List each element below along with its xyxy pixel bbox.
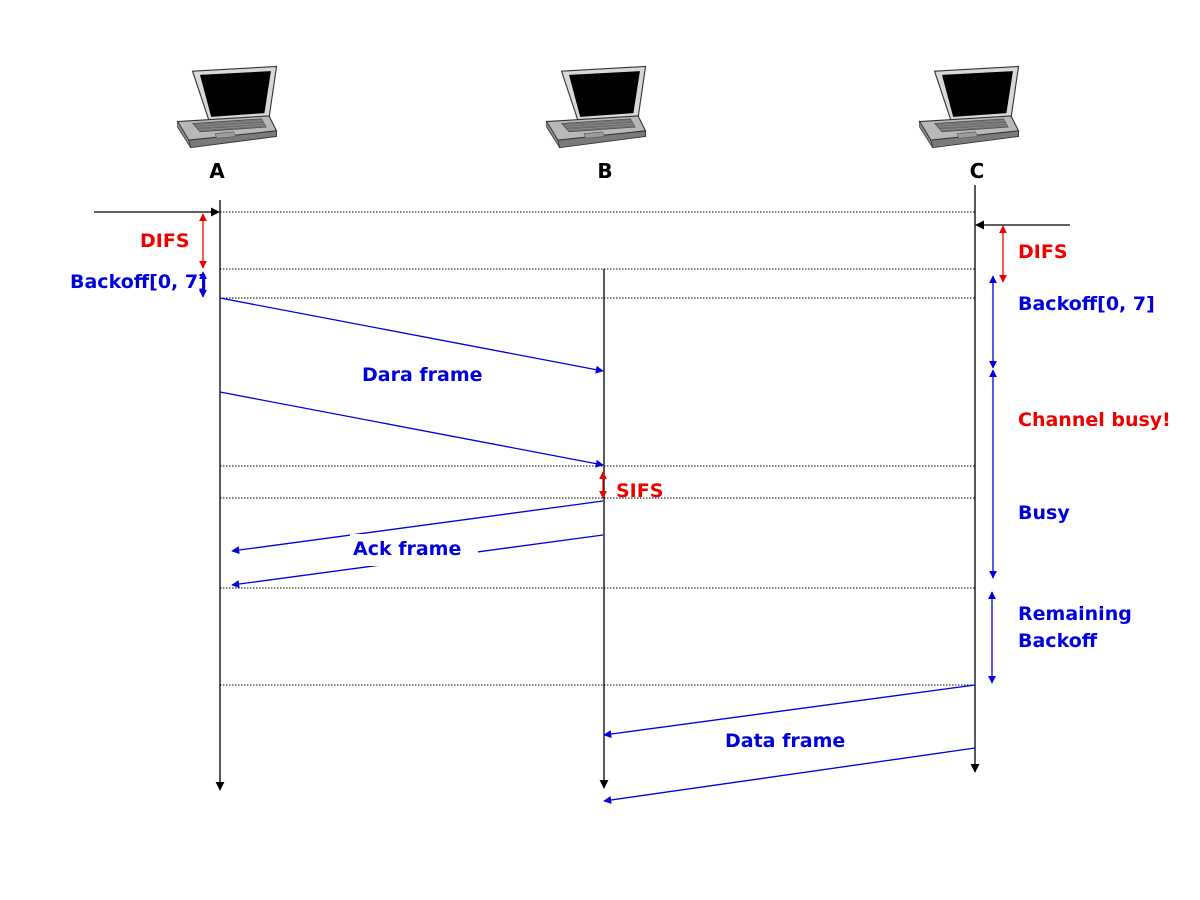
busy-label: Busy bbox=[1018, 502, 1070, 524]
node-label-b: B bbox=[597, 159, 612, 183]
ack-frame-arrow-1 bbox=[231, 500, 604, 555]
ack-frame-label: Ack frame bbox=[353, 538, 461, 560]
data-frame-cb-arrow-1 bbox=[603, 684, 976, 739]
sifs-label: SIFS bbox=[616, 480, 663, 502]
channel-busy-label: Channel busy! bbox=[1018, 409, 1171, 431]
laptop-icon-c bbox=[918, 65, 1020, 149]
dotted-guide-lines bbox=[220, 211, 975, 686]
laptop-icon-a bbox=[176, 65, 278, 149]
data-frame-ab-arrow-1 bbox=[219, 297, 604, 374]
laptop-icon-b bbox=[545, 65, 647, 149]
difs-c-label: DIFS bbox=[1018, 241, 1068, 263]
ack-label-backdrop bbox=[350, 534, 478, 566]
remaining-backoff-label-line1: Remaining bbox=[1018, 603, 1132, 625]
node-label-c: C bbox=[970, 159, 985, 183]
difs-a-label: DIFS bbox=[140, 230, 190, 252]
data-frame-ab-arrow-2 bbox=[219, 391, 604, 468]
node-label-a: A bbox=[209, 159, 225, 183]
data-frame-cb-label: Data frame bbox=[725, 730, 845, 752]
backoff-a-label: Backoff[0, 7] bbox=[70, 271, 207, 293]
remaining-backoff-label-line2: Backoff bbox=[1018, 630, 1098, 652]
data-frame-cb-arrow-2 bbox=[603, 747, 976, 804]
backoff-c-label: Backoff[0, 7] bbox=[1018, 293, 1155, 315]
data-frame-ab-label: Dara frame bbox=[362, 364, 483, 386]
